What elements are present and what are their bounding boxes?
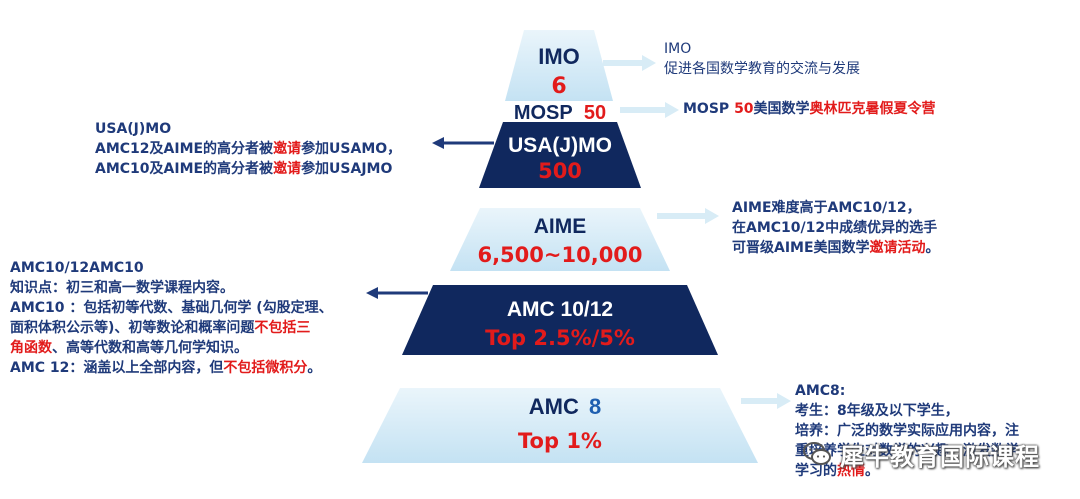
wechat-icon [803,442,831,465]
annotation-text: USA(J)MO [95,121,172,137]
annotation-amc1012-line: 面积体积公示等)、初等数论和概率问题不包括三 [10,318,333,338]
annotation-amc1012-line: AMC 12：涵盖以上全部内容，但不包括微积分。 [10,358,333,378]
annotation-imo: IMO 促进各国数学教育的交流与发展 [664,39,860,79]
tier-amc1012: AMC 10/12 Top 2.5%/5% [402,285,718,355]
annotation-aime-line: 可晋级AIME美国数学邀请活动。 [732,238,940,258]
tier-usajmo-value: 500 [538,159,582,183]
arrow-usajmo [432,137,494,149]
annotation-text: 。 [307,360,322,376]
annotation-amc8: AMC8: 考生：8年级及以下学生， 培养：广泛的数学实际应用内容，注重培养学生对数… [795,381,1019,481]
annotation-text: 促进各国数学教育的交流与发展 [664,61,860,77]
annotation-amc1012-line: 知识点：初三和高一数学课程内容。 [10,278,333,298]
highlight-text: 奥林匹克暑假夏令营 [809,101,936,117]
annotation-usajmo-line: USA(J)MO [95,119,401,139]
annotation-amc8-line: 培养：广泛的数学实际应用内容，注 [795,421,1019,441]
annotation-amc1012-line: 角函数、高等代数和高等几何学知识。 [10,338,333,358]
annotation-amc8-line: 考生：8年级及以下学生， [795,401,1019,421]
annotation-text: 。 [925,240,940,256]
tier-usajmo: USA(J)MO 500 [479,122,641,188]
tier-amc8-value: Top 1% [518,429,602,453]
annotation-text: 参加USAJMO [301,161,393,177]
tier-aime-value: 6,500~10,000 [477,243,642,267]
annotation-text: 参加USAMO， [301,141,402,157]
annotation-amc1012-line: AMC10/12AMC10 [10,258,333,278]
annotation-text: AMC10/12AMC10 [10,260,144,276]
annotation-amc8-line: 重培养学生对数学的兴趣，激发数学 [795,441,1019,461]
annotation-imo-line: 促进各国数学教育的交流与发展 [664,59,860,79]
annotation-text: AMC10 ：包括初等代数、基础几何学 (勾股定理、 [10,300,333,316]
annotation-text: IMO [664,41,692,57]
tier-amc8-title: AMC [529,394,579,419]
annotation-mosp-line: MOSP 50美国数学奥林匹克暑假夏令营 [683,99,936,119]
annotation-text: 重培养学生对数学的兴趣，激发数学 [795,443,1019,459]
annotation-text: 知识点：初三和高一数学课程内容。 [10,280,234,296]
annotation-text: AMC 12：涵盖以上全部内容，但 [10,360,224,376]
highlight-text: 不包括微积分 [223,360,308,376]
highlight-text: 邀请 [273,161,302,177]
annotation-text: AMC12及AIME的高分者被 [95,141,274,157]
highlight-text: 热情 [837,463,865,479]
annotation-text: MOSP [683,101,735,117]
annotation-text: 学习的 [795,463,837,479]
annotation-mosp: MOSP 50美国数学奥林匹克暑假夏令营 [683,99,936,119]
tier-mosp-value: 50 [584,102,606,124]
annotation-usajmo-line: AMC12及AIME的高分者被邀请参加USAMO， [95,139,401,159]
annotation-text: 可晋级AIME美国数学 [732,240,870,256]
highlight-text: 50 [734,101,754,117]
annotation-usajmo-line: AMC10及AIME的高分者被邀请参加USAJMO [95,159,401,179]
tier-imo-value: 6 [551,74,566,99]
svg-text:MOSP 50: MOSP 50 [514,102,606,124]
tier-imo: IMO 6 [505,30,613,101]
annotation-text: AIME难度高于AMC10/12， [732,200,921,216]
arrow-mosp [620,102,679,118]
watermark-text: 犀牛教育国际课程 [840,442,1040,471]
highlight-text: 邀请 [273,141,302,157]
arrow-aime [657,208,719,224]
annotation-text: 面积体积公示等)、初等数论和概率问题 [10,320,255,336]
annotation-text: 培养：广泛的数学实际应用内容，注 [795,423,1019,439]
annotation-text: AMC10及AIME的高分者被 [95,161,274,177]
annotation-text: 、高等代数和高等几何学知识。 [52,340,248,356]
annotation-aime: AIME难度高于AMC10/12，在AMC10/12中成绩优异的选手可晋级AIM… [732,198,940,258]
tier-aime-title: AIME [534,215,587,238]
tier-mosp-title: MOSP [514,102,573,124]
annotation-text: 美国数学 [753,101,810,117]
tier-amc1012-title: AMC 10/12 [507,298,613,321]
tier-amc8: AMC 8 Top 1% [362,388,758,463]
annotation-text: 考生：8年级及以下学生， [795,403,959,419]
svg-text:AMC 8: AMC 8 [529,394,601,419]
arrows [366,55,791,409]
annotation-text: AMC8: [795,383,846,399]
tier-mosp: MOSP 50 [514,102,606,124]
arrow-amc8 [741,393,791,409]
annotation-amc8-line: AMC8: [795,381,1019,401]
watermark: 犀牛教育国际课程 [802,434,1040,474]
highlight-text: 邀请活动 [869,240,926,256]
annotation-amc8-line: 学习的热情。 [795,461,1019,481]
annotation-aime-line: 在AMC10/12中成绩优异的选手 [732,218,940,238]
annotation-text: 。 [865,463,879,479]
annotation-aime-line: AIME难度高于AMC10/12， [732,198,940,218]
highlight-text: 不包括三 [254,320,311,336]
arrow-amc1012 [366,287,428,299]
tier-aime: AIME 6,500~10,000 [450,208,670,271]
highlight-text: 角函数 [10,340,52,356]
annotation-imo-line: IMO [664,39,860,59]
annotation-amc1012-line: AMC10 ：包括初等代数、基础几何学 (勾股定理、 [10,298,333,318]
tier-amc8-title-num: 8 [589,394,601,419]
tier-imo-title: IMO [538,44,580,69]
annotation-text: 在AMC10/12中成绩优异的选手 [732,220,938,236]
arrow-imo [603,55,656,71]
annotation-amc1012: AMC10/12AMC10 知识点：初三和高一数学课程内容。 AMC10 ：包括初等… [10,258,333,378]
tier-usajmo-title: USA(J)MO [508,134,612,157]
tier-amc1012-value: Top 2.5%/5% [485,326,635,350]
